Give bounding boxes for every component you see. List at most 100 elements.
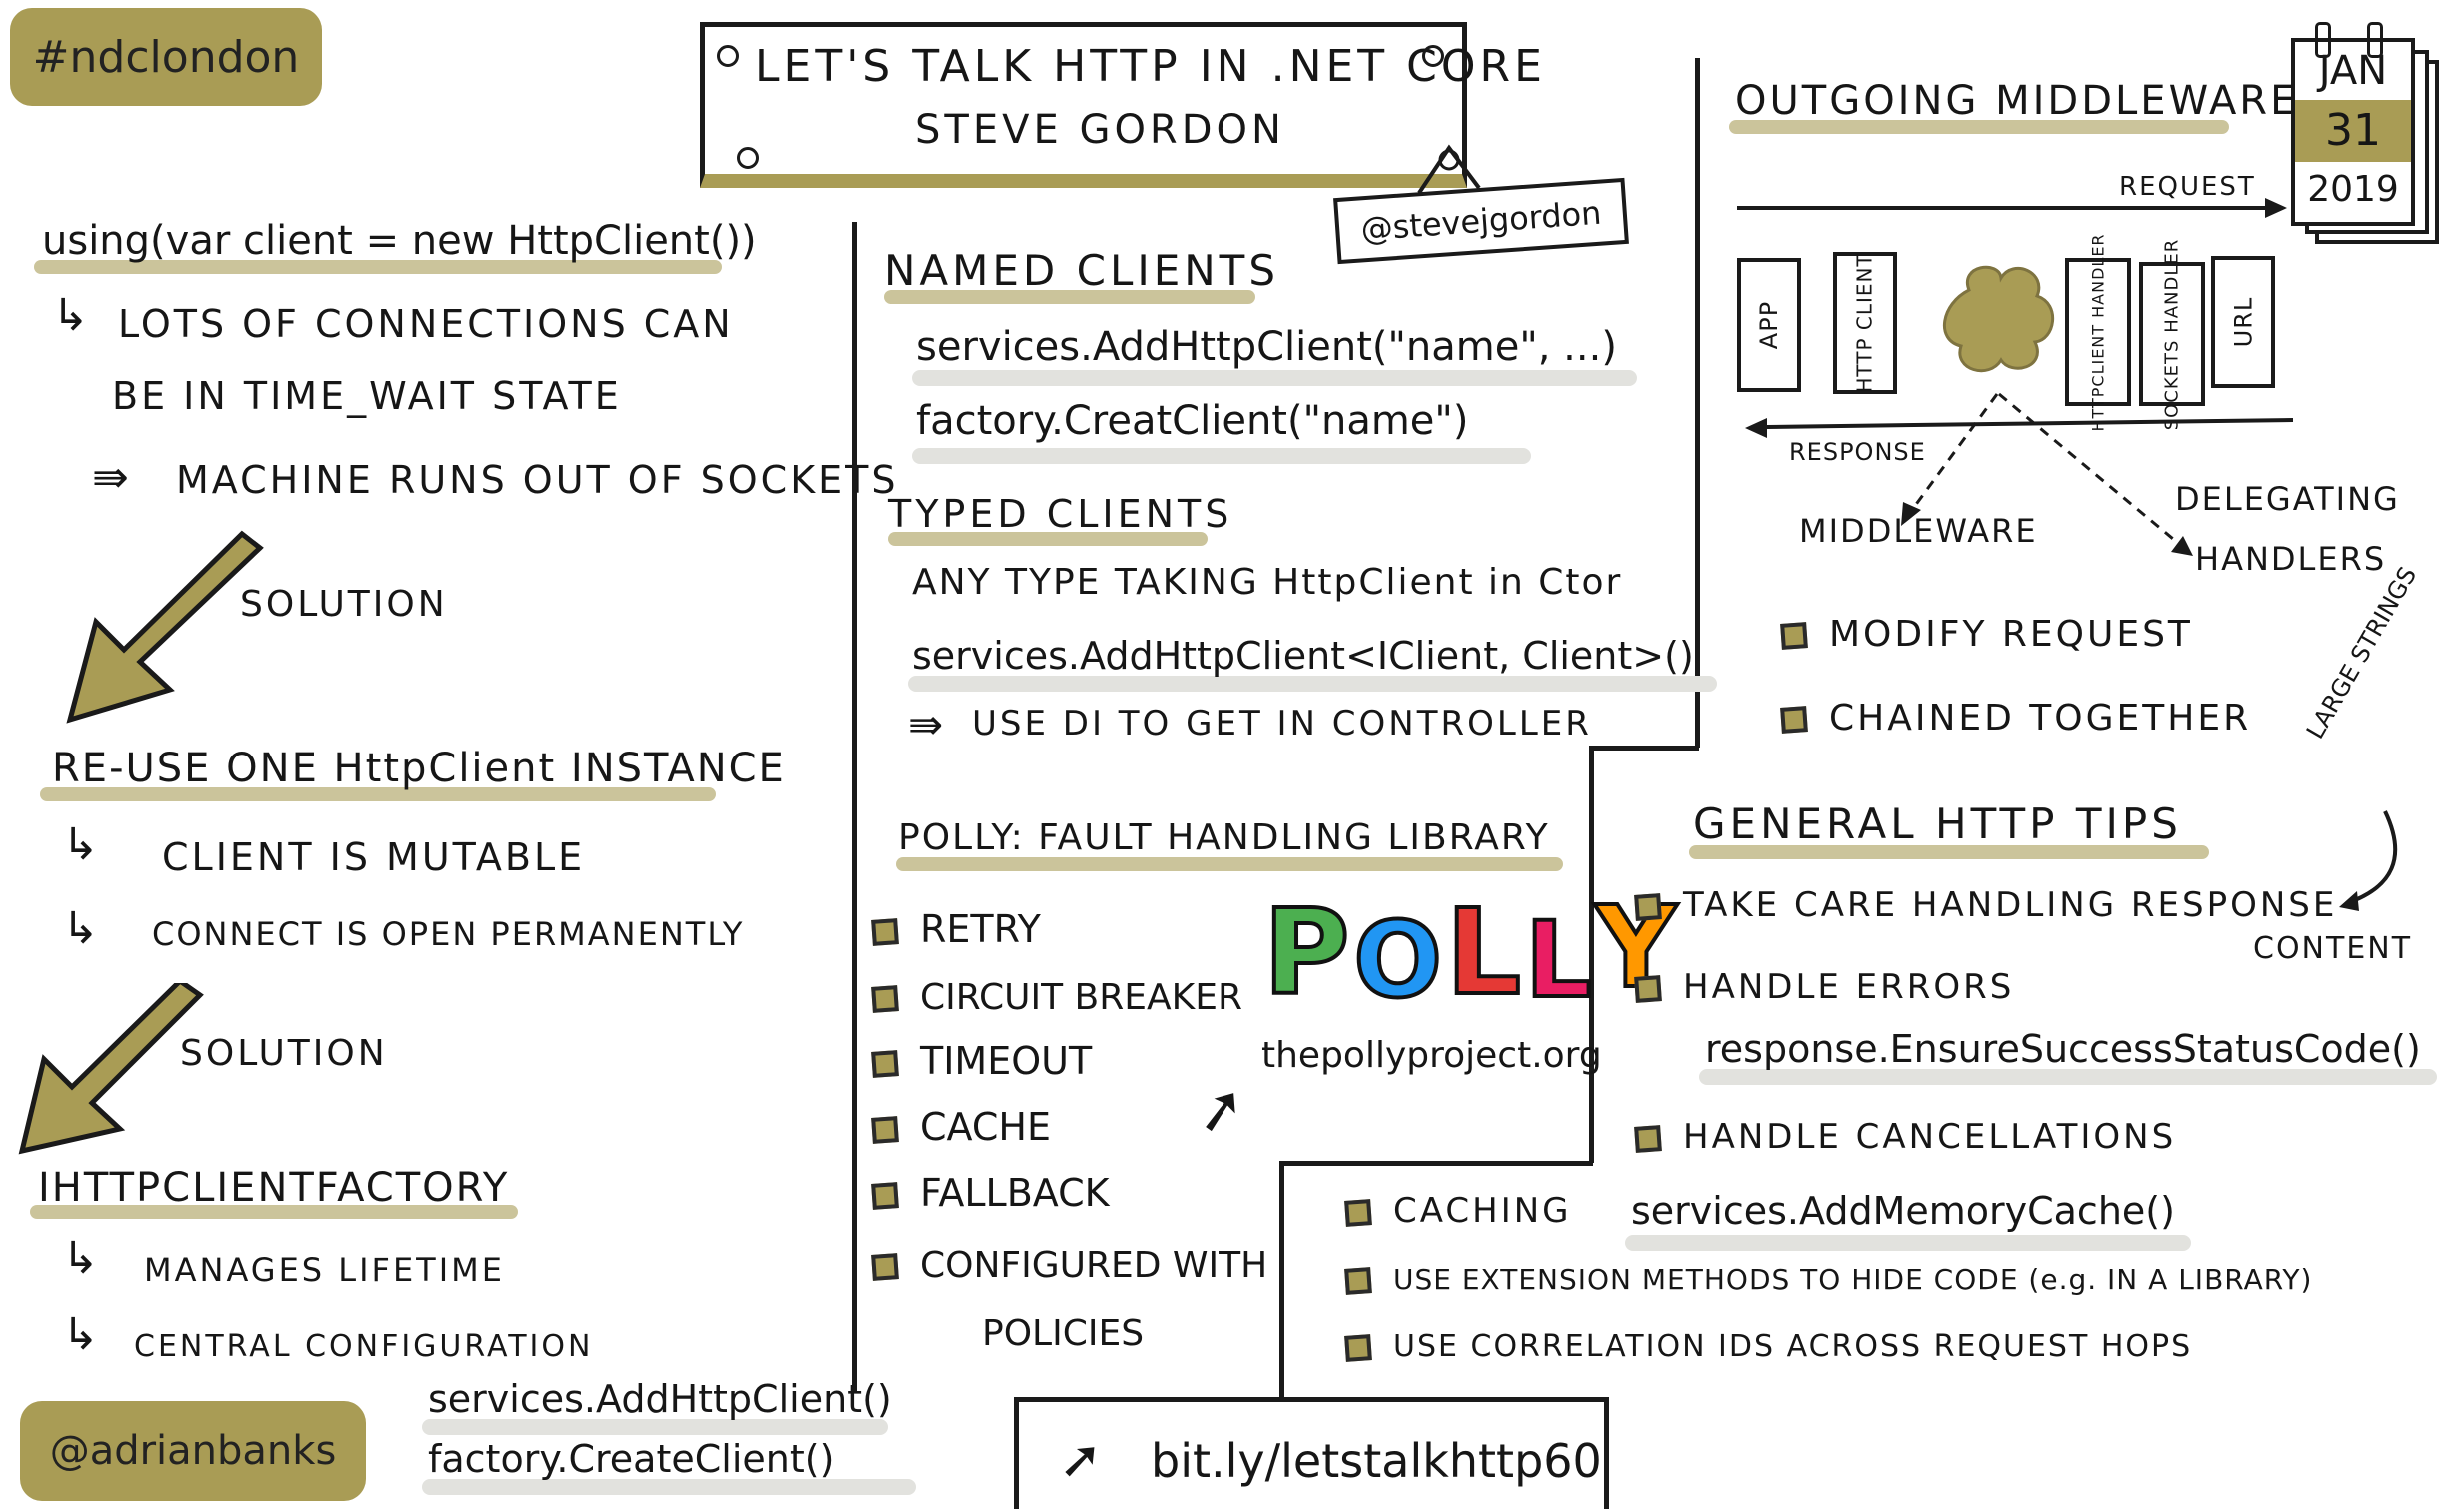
polly-logo-letter: P (1261, 881, 1352, 1023)
highlight (1699, 1069, 2437, 1085)
bullet-icon (1634, 974, 1662, 1003)
hashtag-text: #ndclondon (32, 31, 300, 83)
tip-label: CACHING (1393, 1191, 1572, 1231)
outgoing-heading: OUTGOING MIDDLEWARE (1735, 78, 2299, 124)
named-heading: NAMED CLIENTS (884, 246, 1279, 295)
caching-code: services.AddMemoryCache() (1631, 1189, 2175, 1233)
issue-line-2: BE IN TIME_WAIT STATE (112, 374, 622, 418)
solution-arrow-icon (18, 983, 204, 1155)
calendar: JAN 31 2019 (2291, 38, 2415, 226)
code-add-http-client: services.AddHttpClient() (428, 1377, 892, 1421)
polly-item: CACHE (871, 1105, 1051, 1149)
author-text: @adrianbanks (49, 1428, 337, 1474)
pipeline-label: URL (2229, 296, 2257, 348)
polly-item-label: CACHE (920, 1105, 1051, 1149)
tip-label: HANDLE ERRORS (1683, 967, 2015, 1007)
tip-item: HANDLE CANCELLATIONS (1634, 1117, 2176, 1157)
pipeline-box-app: APP (1737, 258, 1801, 392)
bullet-icon (871, 1049, 899, 1078)
tip-item: USE CORRELATION IDS ACROSS REQUEST HOPS (1344, 1329, 2193, 1364)
divider (1279, 1161, 1593, 1166)
author-badge: @adrianbanks (20, 1401, 366, 1501)
highlight (1625, 1235, 2191, 1251)
implies-icon: ⇛ (908, 700, 944, 749)
highlight (34, 260, 722, 274)
pin-icon (717, 45, 739, 67)
highlight (30, 1205, 518, 1219)
divider (1589, 746, 1699, 751)
tip-item: HANDLE ERRORS (1634, 967, 2015, 1007)
divider (1589, 746, 1594, 1163)
tip-label: USE CORRELATION IDS ACROSS REQUEST HOPS (1393, 1329, 2193, 1364)
middleware-point-label: CHAINED TOGETHER (1829, 698, 2252, 739)
polly-item-label: FALLBACK (920, 1171, 1110, 1215)
calendar-ring-icon (2367, 22, 2383, 58)
named-code-1: services.AddHttpClient("name", ...) (916, 324, 1617, 370)
bullet-icon (871, 917, 899, 946)
dashed-pointer-icon (1901, 392, 2193, 556)
polly-heading: POLLY: FAULT HANDLING LIBRARY (898, 817, 1550, 858)
highlight (912, 370, 1637, 386)
using-code: using(var client = new HttpClient()) (42, 218, 757, 264)
link-url[interactable]: bit.ly/letstalkhttp60 (1151, 1434, 1602, 1488)
bullet-icon (871, 1181, 899, 1210)
tag-string-icon (1417, 144, 1481, 195)
typed-line: ANY TYPE TAKING HttpClient in Ctor (912, 562, 1623, 603)
arrow-hook-icon: ↳ (52, 290, 89, 341)
request-arrow-icon (1737, 198, 2287, 218)
polly-item-label: CIRCUIT BREAKER (920, 977, 1242, 1018)
factory-point-1: MANAGES LIFETIME (144, 1251, 505, 1289)
tip-label: TAKE CARE HANDLING RESPONSE (1683, 885, 2338, 925)
highlight (40, 787, 716, 801)
tip2-code: response.EnsureSuccessStatusCode() (1705, 1027, 2421, 1071)
factory-point-2: CENTRAL CONFIGURATION (134, 1329, 594, 1364)
arrow-hook-icon: ↳ (62, 903, 99, 954)
response-label: RESPONSE (1789, 438, 1926, 466)
response-arrow-icon (1745, 418, 2294, 438)
highlight (908, 676, 1717, 692)
bullet-icon (1780, 622, 1808, 650)
curved-arrow-icon (2339, 810, 2398, 911)
polly-item: CONFIGURED WITH (871, 1245, 1267, 1286)
highlight (1729, 120, 2229, 134)
middleware-point: MODIFY REQUEST (1780, 614, 2193, 655)
polly-site[interactable]: thepollyproject.org (1261, 1035, 1602, 1076)
bullet-icon (1344, 1267, 1372, 1295)
bullet-icon (871, 985, 899, 1013)
link-box: ➚ bit.ly/letstalkhttp60 (1014, 1397, 1609, 1509)
bullet-icon (871, 1115, 899, 1144)
tip-item: TAKE CARE HANDLING RESPONSE (1634, 885, 2338, 925)
pipeline-box-httpclient: HTTP CLIENT (1833, 252, 1897, 394)
large-strings-note: LARGE STRINGS (2301, 562, 2423, 744)
calendar-year: 2019 (2307, 169, 2399, 210)
polly-logo-letter: O (1351, 897, 1443, 1023)
polly-logo-letter: L (1444, 881, 1523, 1023)
highlight (912, 448, 1531, 464)
delegating-label-1: DELEGATING (2175, 480, 2400, 518)
polly-logo: P O L L Y (1261, 881, 1679, 1023)
reuse-point-2: CONNECT IS OPEN PERMANENTLY (152, 915, 745, 953)
delegating-label-2: HANDLERS (2195, 540, 2387, 578)
highlight (422, 1419, 888, 1435)
highlight (1689, 845, 2209, 859)
calendar-day: 31 (2295, 100, 2411, 162)
arrow-hook-icon: ↳ (62, 1309, 99, 1360)
divider (852, 222, 857, 1391)
code-create-client: factory.CreateClient() (428, 1437, 835, 1481)
bullet-icon (1344, 1198, 1372, 1227)
named-code-2: factory.CreatClient("name") (916, 398, 1469, 444)
pipeline-label: APP (1755, 300, 1783, 350)
title-line-2: STEVE GORDON (915, 107, 1285, 153)
typed-heading: TYPED CLIENTS (888, 492, 1233, 536)
consequence-text: MACHINE RUNS OUT OF SOCKETS (176, 458, 899, 502)
polly-item: RETRY (871, 907, 1041, 951)
title-box: LET'S TALK HTTP IN .NET CORE STEVE GORDO… (700, 22, 1542, 188)
pin-icon (1422, 45, 1444, 67)
calendar-month: JAN (2318, 48, 2388, 94)
pin-icon (737, 147, 759, 169)
polly-item-label: RETRY (920, 907, 1041, 951)
polly-item: TIMEOUT (871, 1039, 1092, 1083)
pipeline-box-url: URL (2211, 256, 2275, 388)
tip-item: USE EXTENSION METHODS TO HIDE CODE (e.g.… (1344, 1263, 2312, 1296)
pipeline-label: HTTP CLIENT (1853, 253, 1878, 393)
